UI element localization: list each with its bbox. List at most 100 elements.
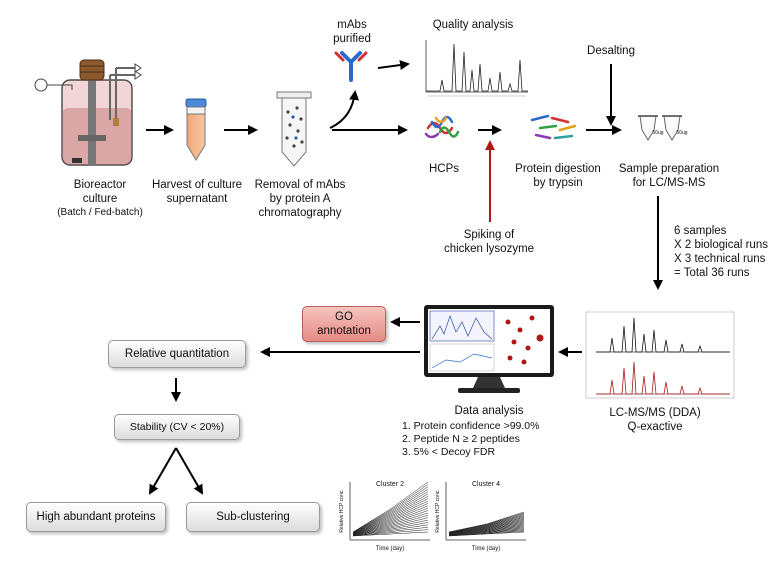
spiking-line1: Spiking of — [463, 229, 515, 241]
criteria-item: 2. Peptide N ≥ 2 peptides — [402, 433, 520, 445]
cluster-trajectory-line — [352, 517, 429, 536]
tube-label-1: 50ug — [652, 130, 664, 136]
relative-quantitation-box: Relative quantitation — [108, 340, 246, 368]
cluster-plot-2 — [349, 481, 430, 541]
cluster-trajectory-line — [448, 511, 525, 533]
harvest-label: Harvest of culture supernatant — [142, 178, 252, 206]
cluster-trajectory-line — [448, 517, 525, 534]
cluster-trajectory-line — [448, 521, 525, 535]
criteria-item: 3. 5% < Decoy FDR — [402, 446, 496, 458]
cluster4-title: Cluster 4 — [471, 481, 500, 488]
bioreactor-icon — [34, 59, 142, 166]
cluster-trajectory-line — [352, 498, 429, 534]
spiking-line2: chicken lysozyme — [443, 243, 535, 255]
cluster-trajectory-line — [352, 505, 429, 535]
protein-a-column-icon — [276, 91, 312, 167]
cluster-plot-4 — [445, 482, 526, 541]
cluster-trajectory-line — [352, 507, 429, 535]
desalting-label: Desalting — [587, 45, 635, 57]
cluster-trajectory-line — [448, 523, 525, 535]
monitor-icon — [424, 305, 554, 393]
cluster-trajectory-line — [352, 481, 429, 533]
sample-tubes-icon — [638, 115, 682, 141]
bioreactor-line2: culture — [82, 193, 118, 205]
falcon-tube-icon — [185, 98, 207, 161]
sample-prep-label: Sample preparation for LC/MS-MS — [614, 162, 724, 190]
cluster-trajectory-line — [448, 529, 525, 536]
cluster-trajectory-line — [448, 514, 525, 533]
harvest-line1: Harvest of culture — [151, 179, 243, 191]
cluster-trajectory-line — [448, 528, 525, 536]
sub-clustering-box: Sub-clustering — [186, 502, 320, 532]
go-line2: annotation — [317, 325, 371, 337]
cluster-trajectory-line — [352, 519, 429, 536]
runs-line4: = Total 36 runs — [674, 267, 750, 279]
bioreactor-label: Bioreactor culture (Batch / Fed-batch) — [40, 178, 160, 220]
cluster-trajectory-line — [448, 527, 525, 536]
cluster-trajectory-line — [352, 522, 429, 536]
flow-arrows — [146, 60, 663, 495]
bioreactor-line1: Bioreactor — [73, 179, 127, 191]
lcms-spectra-icon — [585, 311, 735, 399]
cluster2-title: Cluster 2 — [375, 481, 404, 488]
lcms-label: LC-MS/MS (DDA) Q-exactive — [600, 406, 710, 434]
removal-line2: by protein A — [269, 193, 331, 205]
digestion-line1: Protein digestion — [515, 163, 601, 175]
cluster-trajectory-line — [448, 516, 525, 534]
bioreactor-line3: (Batch / Fed-batch) — [57, 207, 143, 218]
removal-line3: chromatography — [258, 207, 342, 219]
cluster4-xlabel: Time (day) — [471, 546, 501, 552]
lcms-line2: Q-exactive — [627, 421, 683, 433]
cluster-trajectory-line — [448, 513, 525, 533]
mabs-label: mAbs purified — [322, 18, 382, 46]
cluster-trajectory-line — [352, 510, 429, 535]
cluster4-ylabel: Relative HCP conc. — [435, 489, 441, 533]
harvest-line2: supernatant — [166, 193, 228, 205]
go-annotation-box: GO annotation — [302, 306, 386, 342]
removal-line1: Removal of mAbs — [254, 179, 346, 191]
runs-label: 6 samples X 2 biological runs X 3 techni… — [674, 224, 768, 280]
cluster-trajectory-line — [448, 531, 525, 537]
cluster-trajectory-line — [352, 526, 429, 536]
cluster-trajectory-line — [352, 503, 429, 534]
cluster-trajectory-line — [448, 526, 525, 536]
data-analysis-label: Data analysis — [454, 405, 524, 417]
criteria-list: 1. Protein confidence >99.0% 2. Peptide … — [402, 420, 539, 459]
cluster-trajectory-line — [448, 530, 525, 537]
cluster-trajectory-line — [448, 522, 525, 535]
runs-line1: 6 samples — [674, 225, 727, 237]
antibody-icon — [334, 51, 368, 82]
cluster-trajectory-line — [448, 526, 525, 536]
cluster-trajectory-line — [352, 491, 429, 533]
cluster-trajectory-line — [352, 515, 429, 535]
peptides-icon — [530, 114, 577, 140]
cluster-trajectory-line — [352, 488, 429, 533]
cluster-trajectory-line — [352, 512, 429, 535]
digestion-line2: by trypsin — [533, 177, 583, 189]
criteria-item: 1. Protein confidence >99.0% — [402, 420, 540, 432]
digestion-label: Protein digestion by trypsin — [508, 162, 608, 190]
quality-chromatogram-icon — [420, 36, 530, 98]
removal-label: Removal of mAbs by protein A chromatogra… — [250, 178, 350, 220]
cluster-trajectory-line — [448, 512, 525, 533]
cluster-trajectory-line — [352, 531, 429, 537]
cluster-trajectory-line — [448, 520, 525, 534]
quality-label: Quality analysis — [432, 19, 514, 31]
stability-box: Stability (CV < 20%) — [114, 414, 240, 440]
lcms-line1: LC-MS/MS (DDA) — [609, 407, 701, 419]
tube-label-2: 50ug — [676, 130, 688, 136]
high-abundant-box: High abundant proteins — [26, 502, 166, 532]
cluster2-xlabel: Time (day) — [375, 546, 405, 552]
cluster-trajectory-line — [448, 515, 525, 534]
cluster-trajectory-line — [352, 496, 429, 534]
spiking-label: Spiking of chicken lysozyme — [434, 228, 544, 256]
go-line1: GO — [335, 311, 353, 323]
cluster-trajectory-line — [352, 529, 429, 537]
hcps-label: HCPs — [428, 163, 460, 175]
cluster-trajectory-line — [352, 484, 429, 533]
cluster-trajectory-line — [448, 519, 525, 534]
mabs-line1: mAbs — [337, 19, 367, 31]
cluster-trajectory-line — [448, 524, 525, 535]
sample-prep-line2: for LC/MS-MS — [632, 177, 706, 189]
